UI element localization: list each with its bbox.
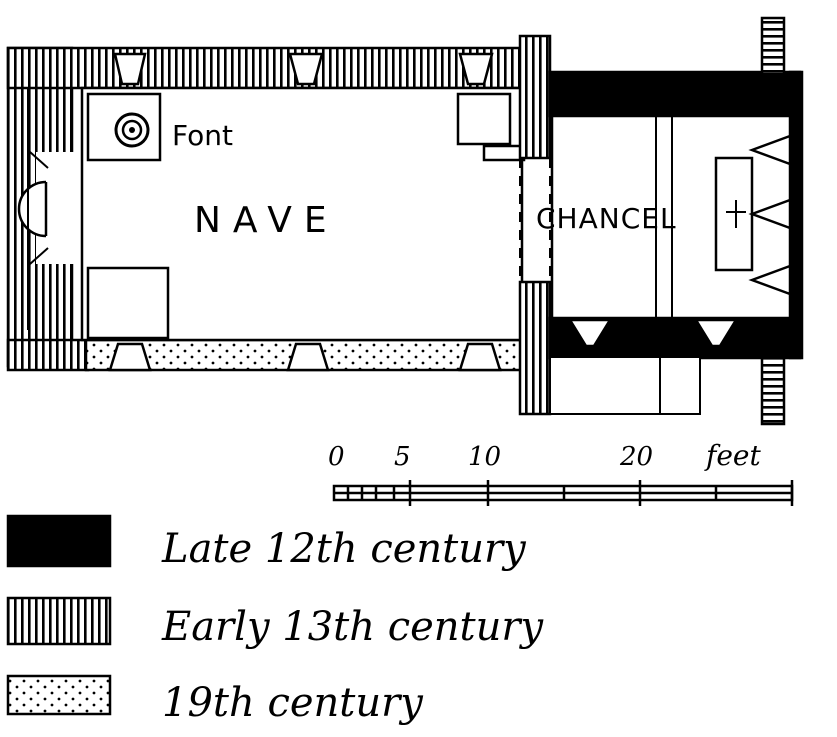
- nave-window-north-3: [458, 52, 494, 86]
- pulpit-step: [482, 144, 526, 162]
- nave-window-south-1: [108, 342, 152, 372]
- altar-cross-icon: [726, 200, 746, 228]
- legend: Late 12th century Early 13th century 19t…: [6, 514, 545, 726]
- chancel-east-wall: [788, 70, 804, 360]
- chancel-arch-north: [518, 34, 552, 160]
- legend-swatch-early-13th: [6, 596, 112, 646]
- east-window-2: [748, 198, 792, 230]
- scale-tick-10: 10: [468, 442, 501, 472]
- east-window-1: [748, 134, 792, 166]
- nave-label: NAVE: [194, 200, 339, 241]
- nave-window-south-3: [458, 342, 502, 372]
- scale-tick-0: 0: [328, 442, 345, 472]
- font-icon: [114, 112, 150, 148]
- buttress-northeast: [760, 16, 786, 76]
- legend-label-early-13th: Early 13th century: [161, 604, 545, 650]
- west-door-arch: [17, 180, 47, 238]
- chancel-window-south-1: [567, 318, 613, 348]
- legend-swatch-late-12th: [6, 514, 112, 568]
- nave-window-north-2: [288, 52, 324, 86]
- chancel-north-wall: [548, 70, 802, 118]
- nave-north-wall: [6, 46, 528, 90]
- chancel-label: CHANCEL: [536, 202, 677, 235]
- legend-label-19th: 19th century: [162, 680, 424, 726]
- scale-bar: 0 5 10 20 feet: [328, 439, 794, 506]
- scale-unit: feet: [704, 439, 762, 472]
- southwest-bench: [86, 266, 170, 340]
- floor-plan: [6, 16, 804, 426]
- nave-south-wall-hatch: [6, 338, 90, 372]
- font-label: Font: [172, 119, 233, 152]
- scale-tick-20: 20: [619, 442, 653, 472]
- legend-swatch-19th: [6, 674, 112, 716]
- scale-tick-5: 5: [394, 442, 411, 472]
- east-window-3: [748, 264, 792, 296]
- nave-window-north-1: [113, 52, 147, 86]
- nave-window-south-2: [286, 342, 330, 372]
- chancel-window-south-2: [693, 318, 739, 348]
- buttress-southeast: [760, 354, 786, 426]
- northeast-pier: [456, 92, 512, 146]
- legend-label-late-12th: Late 12th century: [161, 526, 527, 572]
- chancel-arch-south: [518, 280, 552, 416]
- vestry-outline: [549, 358, 701, 415]
- altar: [714, 156, 754, 272]
